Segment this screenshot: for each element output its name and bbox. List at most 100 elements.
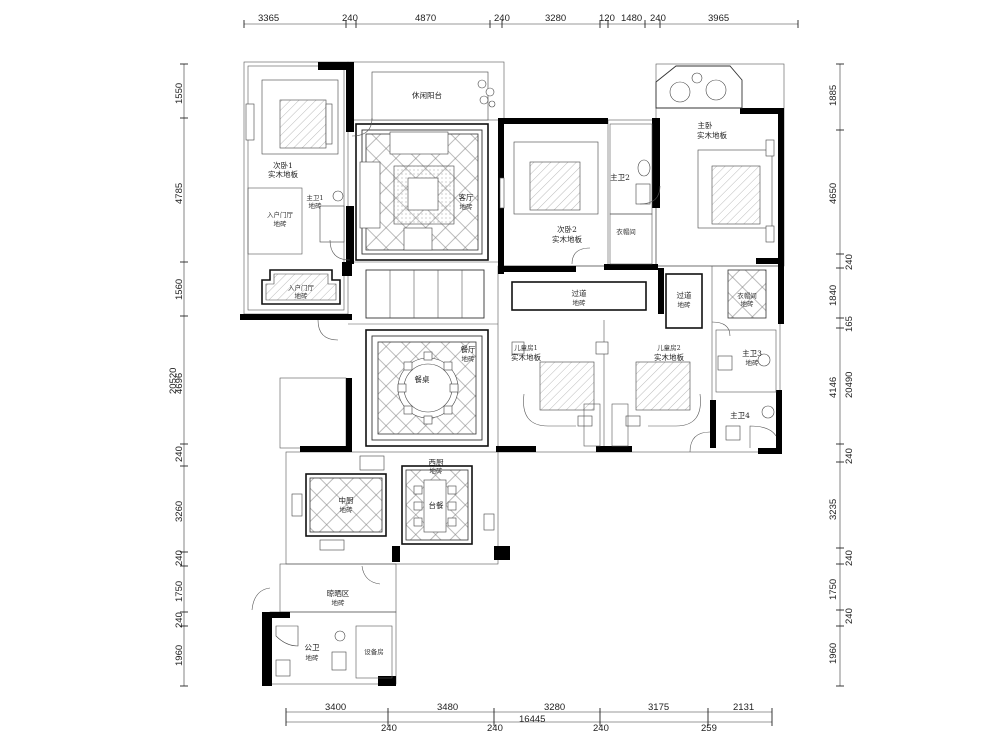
equipment-label: 设备房 <box>364 647 384 656</box>
bottom-dim-9: 240 <box>593 723 609 734</box>
bedroom-1-floor: 实木地板 <box>268 169 298 179</box>
public-bath-label: 公卫 <box>305 643 320 652</box>
dining-label: 餐厅 <box>461 345 476 354</box>
master-floor: 实木地板 <box>697 130 727 140</box>
drying-floor: 地砖 <box>332 598 346 607</box>
top-dim-1: 3365 <box>258 13 279 24</box>
top-dim-6: 120 <box>599 13 615 24</box>
bath-4-label: 主卫4 <box>730 410 750 420</box>
kid-1-label: 儿童房1 <box>514 343 538 352</box>
top-dim-8: 240 <box>650 13 666 24</box>
kitchen-cn-label: 中厨 <box>339 495 354 505</box>
top-dim-2: 240 <box>342 13 358 24</box>
room-corridor-1: 过道 地砖 <box>511 281 647 311</box>
room-leisure-balcony: 休闲阳台 <box>371 71 496 121</box>
bedroom-2-floor: 实木地板 <box>552 234 582 244</box>
right-dim-5: 165 <box>844 316 855 332</box>
hall-cabinet <box>365 269 485 319</box>
room-bath-1: 主卫1 地砖 <box>306 190 345 243</box>
right-dim-6: 20490 <box>844 372 855 398</box>
bath-3-label: 主卫3 <box>742 348 762 358</box>
right-dim-9: 3235 <box>828 499 839 520</box>
room-living: 客厅 地砖 <box>355 123 489 261</box>
left-dim-2: 4785 <box>174 183 185 204</box>
left-dim-8: 240 <box>174 550 185 566</box>
room-entry-hall-2: 入户门厅 地砖 <box>261 269 341 305</box>
room-bedroom-2: 次卧2 实木地板 <box>499 141 599 244</box>
room-bath-2: 主卫2 <box>609 123 653 215</box>
room-closet-2: 衣帽间 地砖 <box>727 269 767 319</box>
kitchen-cn-floor: 地砖 <box>340 505 354 514</box>
room-bath-3: 主卫3 地砖 <box>715 329 777 393</box>
right-dim-1: 1885 <box>828 85 839 106</box>
right-dim-11: 1750 <box>828 579 839 600</box>
entry-hall-2-label: 入户门厅 <box>288 283 315 292</box>
living-label: 客厅 <box>459 192 474 202</box>
dining-floor: 地砖 <box>462 354 476 363</box>
closet-2-floor: 地砖 <box>741 299 755 308</box>
top-dim-4: 240 <box>494 13 510 24</box>
bottom-dim-5: 2131 <box>733 702 754 713</box>
room-drying: 晾晒区 地砖 <box>251 565 381 611</box>
entry-hall-2-floor: 地砖 <box>295 291 309 300</box>
left-dim-6: 240 <box>174 446 185 462</box>
bath-1-floor: 地砖 <box>309 201 323 210</box>
room-dining: 餐桌 餐厅 地砖 <box>365 329 489 447</box>
top-dim-3: 4870 <box>415 13 436 24</box>
corridor-2-floor: 地砖 <box>678 300 692 309</box>
top-dim-7: 1480 <box>621 13 642 24</box>
west-table-label: 台餐 <box>429 500 444 510</box>
room-bedroom-1: 次卧1 实木地板 <box>245 79 339 179</box>
room-entry-hall-1: 入户门厅 地砖 <box>247 187 303 255</box>
bedroom-2-label: 次卧2 <box>557 224 577 234</box>
left-dimension-line: 1550 4785 1560 20520 4696 240 3260 240 1… <box>168 63 188 687</box>
bedroom-1-label: 次卧1 <box>273 160 293 170</box>
right-dim-4: 1840 <box>828 285 839 306</box>
bath-2-label: 主卫2 <box>610 172 630 182</box>
room-bath-4: 主卫4 <box>725 405 777 448</box>
door-swings <box>317 117 731 453</box>
room-kitchen-west: 西厨 地砖 台餐 <box>401 458 495 545</box>
top-dimension-line: 3365 240 4870 240 3280 120 1480 240 3965 <box>243 13 799 28</box>
dining-table-label: 餐桌 <box>415 374 430 384</box>
room-master-closet: 衣帽间 <box>609 213 653 265</box>
bottom-dimension-line: 3400 3480 3280 3175 2131 240 240 16445 2… <box>285 702 773 734</box>
public-bath-floor: 地砖 <box>306 653 320 662</box>
drying-label: 晾晒区 <box>327 588 350 598</box>
top-dim-9: 3965 <box>708 13 729 24</box>
right-dimension-line: 1885 4650 240 1840 165 20490 4146 240 32… <box>828 63 855 687</box>
corridor-1-floor: 地砖 <box>573 298 587 307</box>
leisure-balcony-label: 休闲阳台 <box>412 90 442 100</box>
room-kitchen-cn: 中厨 地砖 <box>291 455 387 551</box>
bottom-dim-8: 16445 <box>519 714 545 725</box>
bottom-dim-6: 240 <box>381 723 397 734</box>
left-dim-5: 4696 <box>174 373 185 394</box>
room-public-bath: 公卫 地砖 <box>275 625 347 677</box>
room-corridor-2: 过道 地砖 <box>665 273 703 329</box>
bottom-dim-4: 3175 <box>648 702 669 713</box>
right-dim-8: 240 <box>844 448 855 464</box>
kitchen-west-label: 西厨 <box>429 458 444 467</box>
room-equipment: 设备房 <box>355 625 393 679</box>
kid-2-floor: 实木地板 <box>654 352 684 362</box>
bottom-dim-7: 240 <box>487 723 503 734</box>
left-dim-9: 1750 <box>174 581 185 602</box>
bottom-dim-3: 3280 <box>544 702 565 713</box>
entry-hall-1-floor: 地砖 <box>274 219 288 228</box>
left-dim-1: 1550 <box>174 83 185 104</box>
top-dim-5: 3280 <box>545 13 566 24</box>
entry-hall-1-label: 入户门厅 <box>267 210 294 219</box>
master-closet-label: 衣帽间 <box>616 227 636 236</box>
left-dim-11: 1960 <box>174 645 185 666</box>
bottom-dim-10: 259 <box>701 723 717 734</box>
left-dim-7: 3260 <box>174 501 185 522</box>
room-master: 主卧 实木地板 <box>655 65 775 243</box>
bath-1-label: 主卫1 <box>306 193 323 202</box>
kid-1-floor: 实木地板 <box>511 352 541 362</box>
left-dim-10: 240 <box>174 612 185 628</box>
right-dim-12: 240 <box>844 608 855 624</box>
right-dim-3: 240 <box>844 254 855 270</box>
left-dim-3: 1560 <box>174 279 185 300</box>
right-dim-10: 240 <box>844 550 855 566</box>
